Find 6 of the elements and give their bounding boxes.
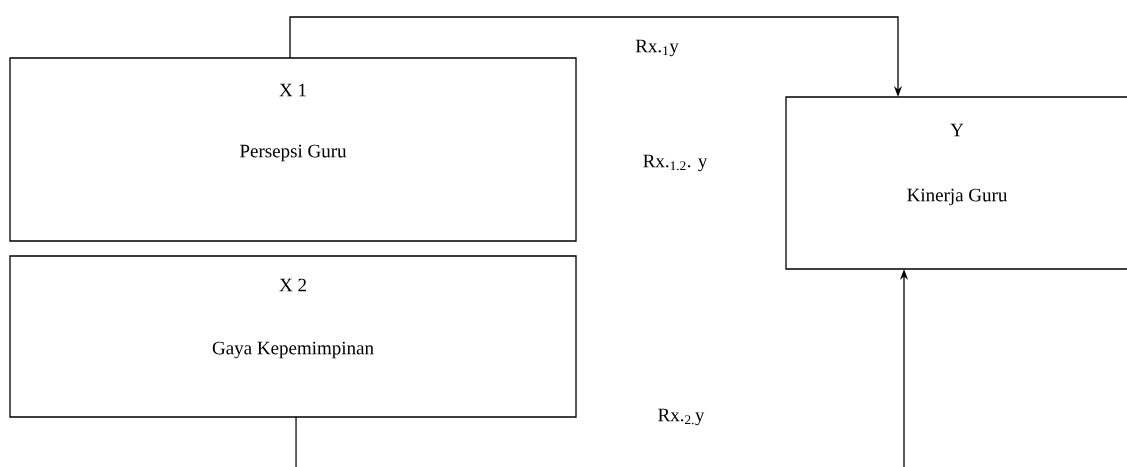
box: Y Kinerja Guru [785, 96, 1127, 270]
edge-label: Rx.$_{1}$y [634, 38, 680, 58]
coefficient-label: Rx.$_{1.2}$. y [643, 154, 708, 172]
coefficient-label: Rx.$_{2.}$y [658, 408, 705, 426]
box: X 1 Persepsi Guru [9, 57, 577, 242]
box: X 2 Gaya Kepemimpinan [9, 255, 577, 418]
